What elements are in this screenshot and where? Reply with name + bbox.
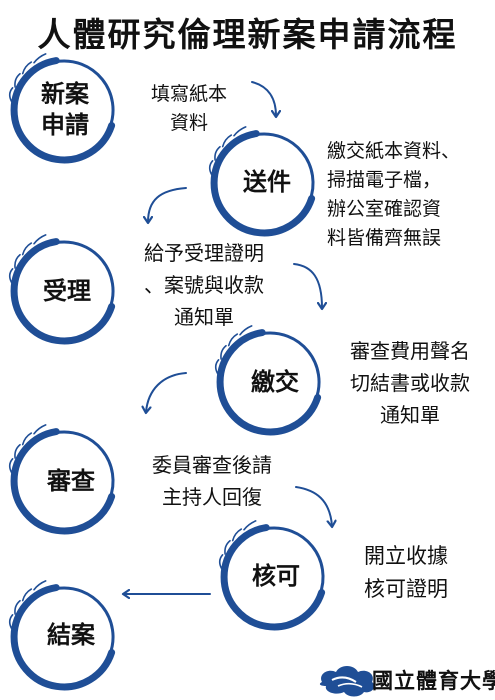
step-approve: 核可 <box>231 561 321 592</box>
note-fill-paper-line-1: 填寫紙本 <box>150 83 227 105</box>
note-review-fee: 審查費用聲名 切結書或收款 通知單 <box>330 335 490 431</box>
note-submit-docs-line-2: 掃描電子檔， <box>327 169 442 191</box>
step-new-case-line-2: 申請 <box>41 111 89 139</box>
step-review: 審查 <box>26 466 116 497</box>
note-approval-docs: 開立收據 核可證明 <box>346 540 466 606</box>
note-submit-docs-line-3: 辦公室確認資 <box>327 198 442 220</box>
note-issue-receipt-line-1: 給予受理證明 <box>144 241 264 265</box>
university-logo-text: 國立體育大學 <box>372 668 495 693</box>
step-new-case-line-1: 新案 <box>41 80 89 108</box>
note-fill-paper: 填寫紙本 資料 <box>134 80 244 138</box>
note-committee-review-line-1: 委員審查後請 <box>152 453 272 477</box>
note-approval-docs-line-1: 開立收據 <box>364 544 448 568</box>
step-submit: 送件 <box>222 167 312 198</box>
note-review-fee-line-2: 切結書或收款 <box>350 371 470 395</box>
page-title: 人體研究倫理新案申請流程 <box>37 15 458 54</box>
step-ring-approve <box>218 520 326 631</box>
arrow-accept-to-pay <box>293 263 322 308</box>
arrow-submit-to-accept <box>148 187 187 222</box>
note-issue-receipt: 給予受理證明 、案號與收款 通知單 <box>124 237 284 333</box>
step-pay-label: 繳交 <box>251 368 299 396</box>
cloud-logo-icon <box>319 666 375 697</box>
step-close-label: 結案 <box>47 621 95 649</box>
note-submit-docs: 繳交紙本資料、 掃描電子檔， 辦公室確認資 料皆備齊無誤 <box>327 137 477 253</box>
note-fill-paper-line-2: 資料 <box>169 112 208 134</box>
note-submit-docs-line-1: 繳交紙本資料、 <box>327 140 461 162</box>
step-submit-label: 送件 <box>243 168 291 196</box>
arrow-new-case-to-submit <box>251 81 276 116</box>
step-approve-label: 核可 <box>252 562 300 590</box>
note-issue-receipt-line-3: 通知單 <box>174 305 234 329</box>
step-review-label: 審查 <box>47 467 95 495</box>
note-approval-docs-line-2: 核可證明 <box>364 577 448 601</box>
step-ring-close <box>8 580 116 691</box>
note-review-fee-line-1: 審查費用聲名 <box>350 339 470 363</box>
arrow-pay-to-review <box>146 372 187 412</box>
step-ring-submit <box>208 126 316 237</box>
step-ring-review <box>8 424 116 535</box>
step-ring-pay <box>214 325 322 436</box>
note-committee-review-line-2: 主持人回復 <box>162 485 262 509</box>
step-new-case: 新案 申請 <box>30 79 100 141</box>
arrow-review-to-approve <box>295 486 332 526</box>
step-ring-new-case <box>8 53 116 164</box>
step-accept: 受理 <box>22 276 112 307</box>
note-committee-review: 委員審查後請 主持人回復 <box>132 449 292 513</box>
step-pay: 繳交 <box>230 367 320 398</box>
step-close: 結案 <box>26 620 116 651</box>
note-issue-receipt-line-2: 、案號與收款 <box>144 273 264 297</box>
step-ring-accept <box>8 234 116 345</box>
note-submit-docs-line-4: 料皆備齊無誤 <box>327 227 442 249</box>
step-accept-label: 受理 <box>43 277 91 305</box>
note-review-fee-line-3: 通知單 <box>380 403 440 427</box>
